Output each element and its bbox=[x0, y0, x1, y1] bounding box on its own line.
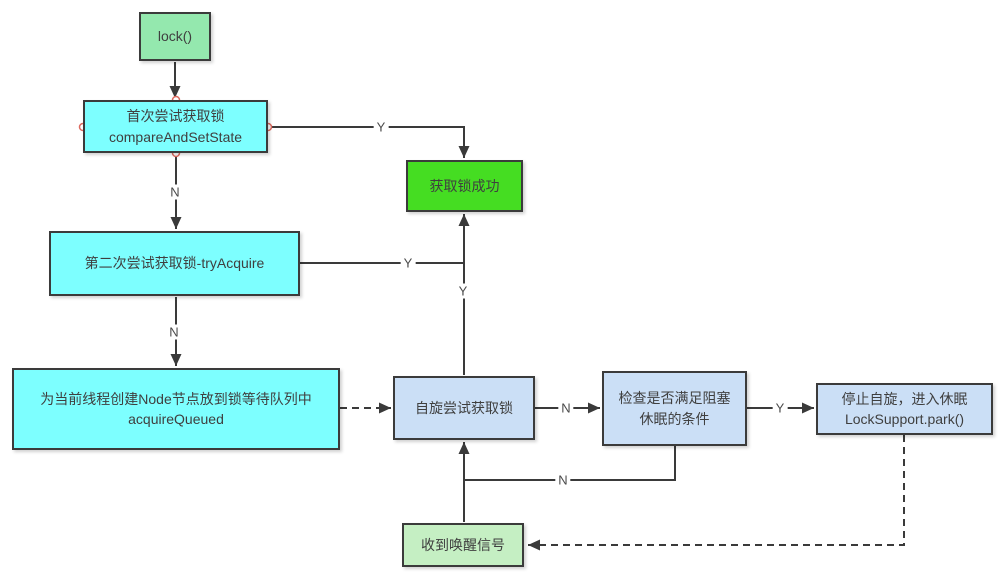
edge-label-check-no: N bbox=[555, 472, 571, 488]
edge-park-to-wakeup-dashed bbox=[528, 435, 905, 551]
edge-label-second-try-yes: Y bbox=[400, 255, 416, 271]
edge-label-check-yes: Y bbox=[772, 400, 788, 416]
node-park[interactable]: 停止自旋，进入休眠 LockSupport.park() bbox=[816, 383, 993, 435]
node-spin-try[interactable]: 自旋尝试获取锁 bbox=[393, 376, 535, 440]
node-first-try[interactable]: 首次尝试获取锁 compareAndSetState bbox=[83, 100, 268, 153]
edge-label-second-try-no: N bbox=[166, 324, 182, 340]
node-check-block[interactable]: 检查是否满足阻塞 休眠的条件 bbox=[602, 371, 747, 446]
node-spin-try-label: 自旋尝试获取锁 bbox=[415, 399, 513, 416]
edge-label-first-try-yes: Y bbox=[373, 119, 389, 135]
node-acquire-success-label: 获取锁成功 bbox=[429, 177, 500, 194]
node-lock[interactable]: lock() bbox=[139, 12, 211, 61]
node-park-label: 停止自旋，进入休眠 LockSupport.park() bbox=[841, 390, 968, 427]
node-acquire-success[interactable]: 获取锁成功 bbox=[406, 160, 523, 212]
edge-check-no-loop bbox=[464, 446, 676, 481]
node-first-try-label: 首次尝试获取锁 compareAndSetState bbox=[108, 108, 243, 145]
node-wakeup-label: 收到唤醒信号 bbox=[421, 536, 505, 553]
node-wakeup[interactable]: 收到唤醒信号 bbox=[402, 523, 524, 567]
node-check-block-label: 检查是否满足阻塞 休眠的条件 bbox=[618, 390, 731, 427]
node-second-try[interactable]: 第二次尝试获取锁-tryAcquire bbox=[49, 231, 300, 296]
node-lock-label: lock() bbox=[157, 28, 193, 45]
node-second-try-label: 第二次尝试获取锁-tryAcquire bbox=[84, 255, 265, 272]
edge-first-try-yes-to-success bbox=[268, 126, 470, 158]
edge-label-spin-success-yes: Y bbox=[455, 283, 471, 299]
node-enqueue-label: 为当前线程创建Node节点放到锁等待队列中 acquireQueued bbox=[40, 390, 312, 427]
edge-label-first-try-no: N bbox=[167, 184, 183, 200]
node-enqueue[interactable]: 为当前线程创建Node节点放到锁等待队列中 acquireQueued bbox=[12, 368, 340, 450]
edge-label-spin-fail-no: N bbox=[558, 400, 574, 416]
